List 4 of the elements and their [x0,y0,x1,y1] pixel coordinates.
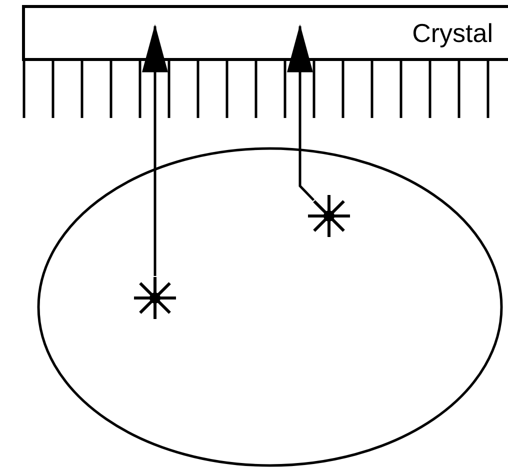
arrow [287,24,315,202]
crystal-band [22,5,508,61]
arrow [142,24,168,276]
crystal-label: Crystal [412,18,493,49]
